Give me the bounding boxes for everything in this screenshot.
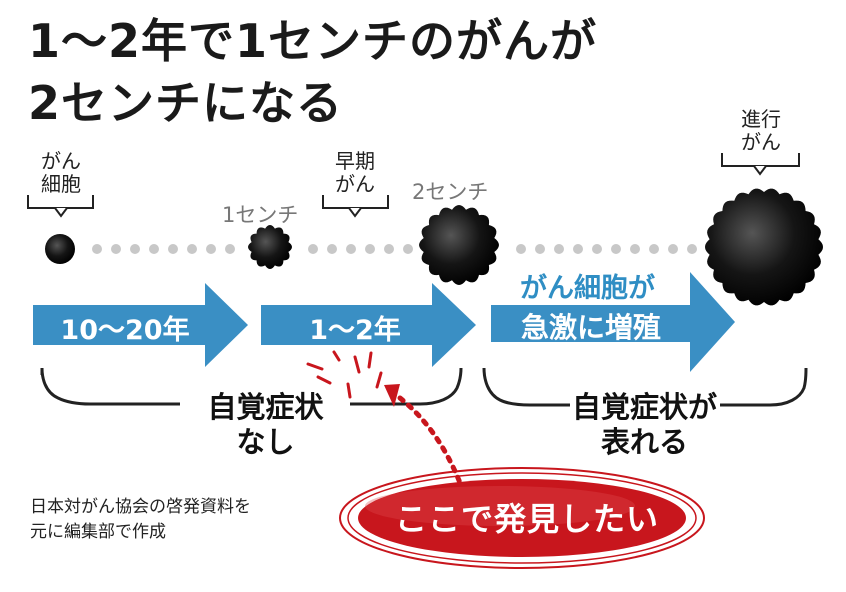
spark-icon: [306, 350, 383, 399]
cancer-cell-2cm: [419, 205, 499, 285]
symptoms-appear: 自覚症状が 表れる: [562, 390, 727, 460]
callout-bubble: [358, 479, 686, 557]
symptoms-none-line2: なし: [236, 424, 295, 459]
symptoms-none: 自覚症状 なし: [183, 390, 348, 460]
bracket-cancer-cell: [27, 195, 94, 209]
cancer-cell-advanced: [705, 188, 823, 306]
label-advanced-cancer-line2: がん: [741, 130, 781, 154]
arrow-rapid-growth: [491, 272, 735, 372]
label-2cm: 2センチ: [412, 180, 489, 204]
arrow-1-2-years: [261, 283, 476, 367]
label-advanced-cancer-line1: 進行: [741, 107, 781, 131]
label-cancer-cell-line1: がん: [41, 149, 81, 173]
symptom-bracket-none: [40, 367, 463, 406]
callout-second-ring: [347, 472, 697, 564]
bracket-pointer-1: [54, 207, 68, 218]
arrow-label-10-20-years: 10～20年: [60, 315, 190, 346]
symptoms-appear-line2: 表れる: [600, 424, 688, 459]
label-early-cancer-line2: がん: [335, 172, 375, 196]
dotted-line-1: [92, 244, 235, 254]
symptoms-appear-line1: 自覚症状が: [571, 390, 717, 424]
source-note-line1: 日本対がん協会の啓発資料を: [30, 497, 251, 517]
bracket-pointer-3: [753, 165, 767, 176]
cancer-cell-1cm: [248, 225, 292, 269]
title-line-2: 2センチになる: [28, 76, 344, 130]
pointer-arrowhead-icon: [384, 384, 400, 407]
arrow-label-1-2-years: 1～2年: [309, 315, 401, 346]
cancer-cell-stage-0: [45, 234, 75, 264]
symptom-bracket-appear: [482, 367, 808, 407]
symptoms-none-line1: 自覚症状: [207, 390, 324, 424]
label-cancer-cell-line2: 細胞: [41, 172, 81, 196]
label-advanced-cancer: 進行 がん: [728, 108, 794, 154]
bracket-early-cancer: [322, 195, 389, 209]
dotted-line-3: [516, 244, 697, 254]
source-note-line2: 元に編集部で作成: [30, 521, 166, 542]
arrow-label-rapid-growth-line2: 急激に増殖: [520, 311, 661, 344]
title-line-1: 1～2年で1センチのがんが: [28, 14, 598, 68]
bracket-advanced-cancer: [721, 153, 800, 167]
dotted-line-2: [308, 244, 413, 254]
bracket-pointer-2: [348, 207, 362, 218]
callout-text: ここで発見したい: [395, 500, 660, 538]
label-early-cancer: 早期 がん: [325, 150, 385, 196]
label-cancer-cell: がん 細胞: [32, 150, 90, 196]
arrow-label-rapid-growth-line1: がん細胞が: [520, 273, 655, 304]
callout-outer-ring: [339, 467, 705, 569]
source-note: 日本対がん協会の啓発資料を 元に編集部で作成: [30, 495, 251, 544]
callout-highlight: [365, 486, 635, 526]
arrow-10-20-years: [33, 283, 248, 367]
label-1cm: 1センチ: [222, 203, 299, 227]
label-early-cancer-line1: 早期: [335, 149, 375, 173]
